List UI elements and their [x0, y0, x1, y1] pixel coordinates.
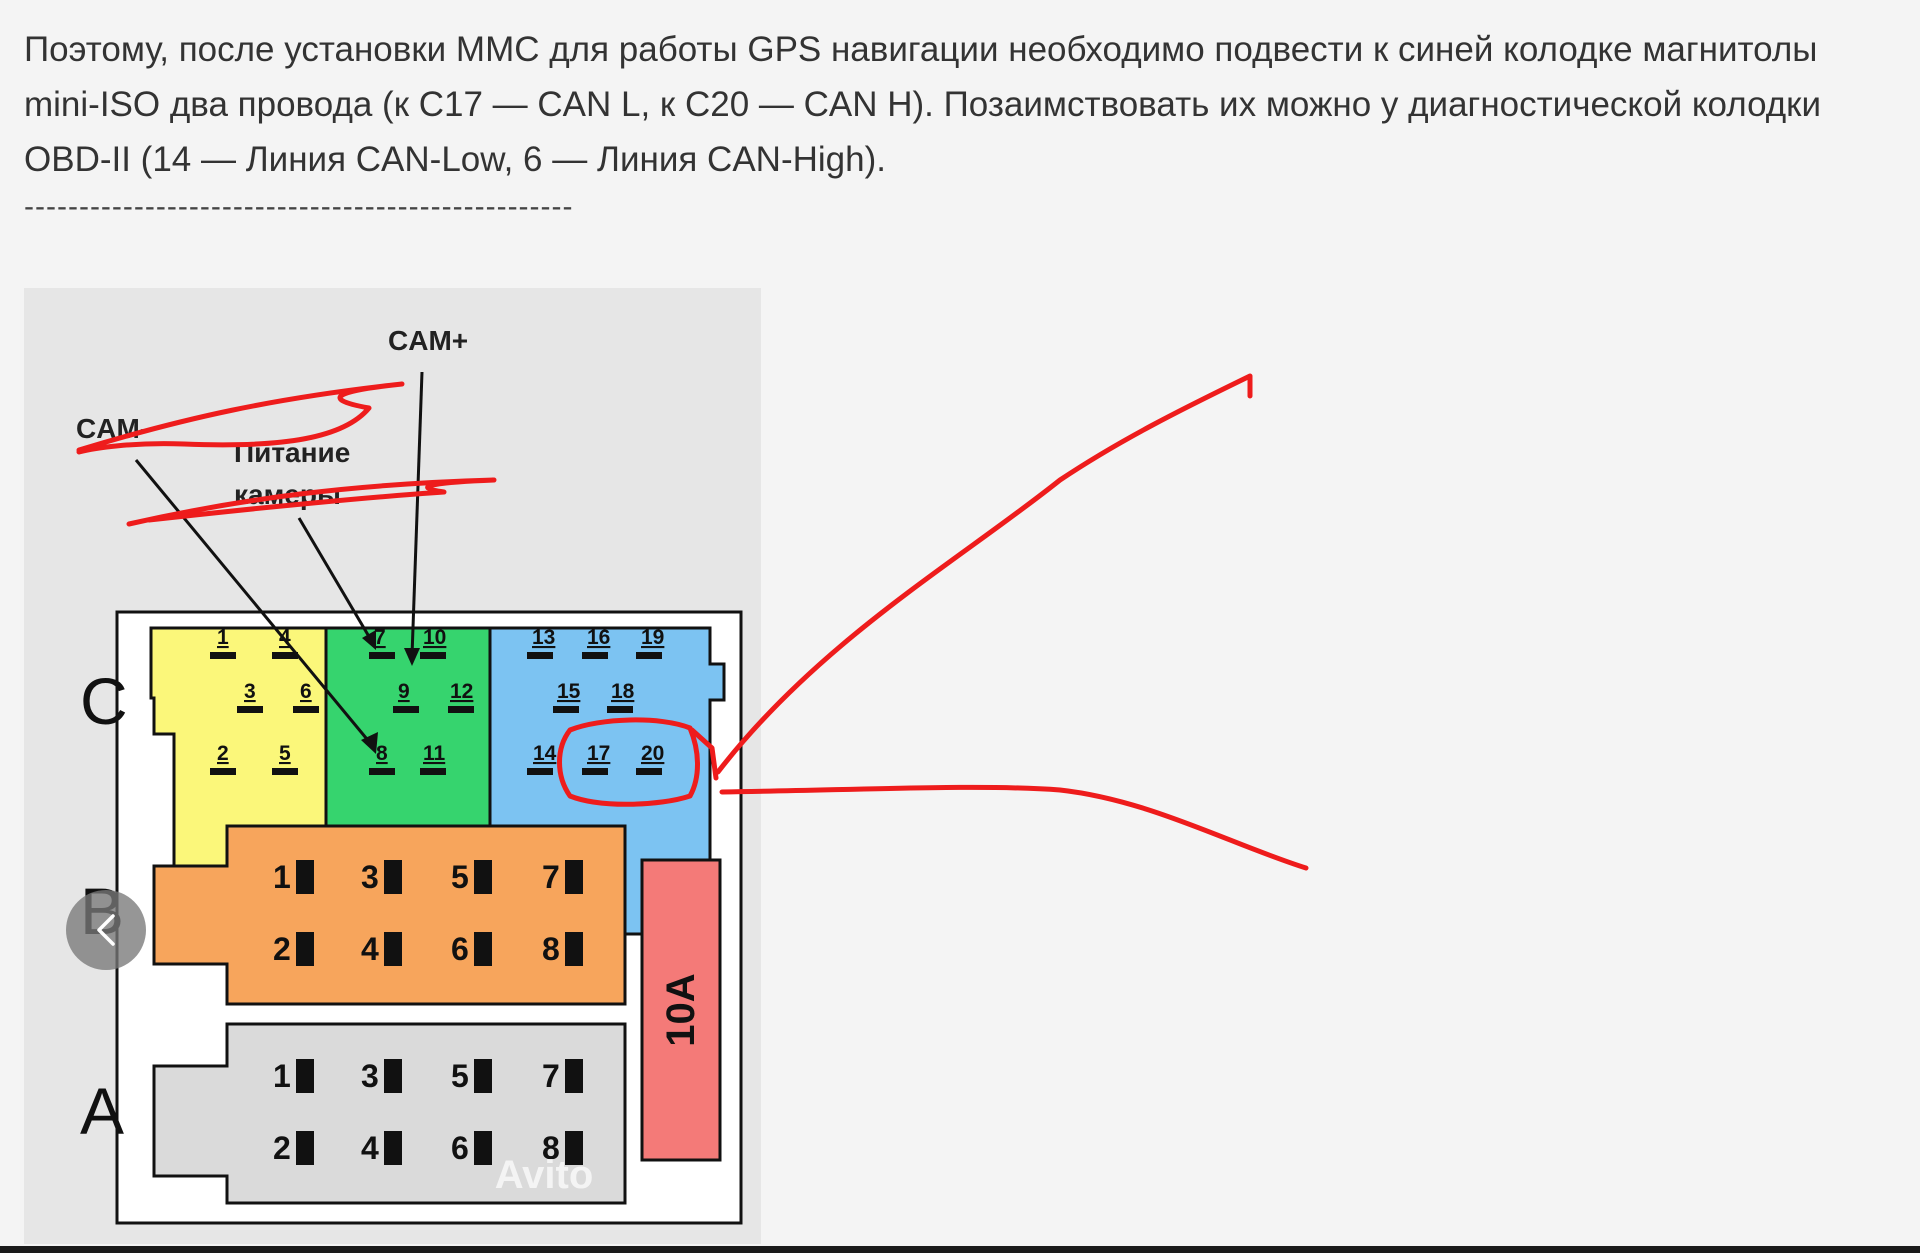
pin-label: 6: [451, 931, 469, 967]
pin-label: 20: [641, 742, 664, 765]
pin-label: 16: [587, 626, 610, 649]
pin-label: 6: [451, 1130, 469, 1166]
pin-label: 5: [451, 859, 469, 895]
pin-label: 14: [533, 742, 557, 765]
connector-b-orange: [152, 824, 627, 1006]
label-cam-plus: CAM+: [388, 325, 468, 356]
bottom-edge: [0, 1246, 1920, 1253]
pin-label: 3: [361, 859, 379, 895]
fuse-label: 10A: [659, 973, 703, 1046]
pin-label: 3: [244, 680, 256, 703]
article-text: Поэтому, после установки ММС для работы …: [24, 22, 1884, 187]
pin-label: 4: [361, 931, 379, 967]
label-camera-power-2: камеры: [234, 479, 341, 510]
previous-image-button[interactable]: [66, 890, 146, 970]
pin-label: 13: [532, 626, 555, 649]
pin-label: 4: [361, 1130, 379, 1166]
pin-label: 2: [217, 742, 229, 765]
pin-label: 19: [641, 626, 664, 649]
pin-label: 1: [273, 1058, 291, 1094]
pin-label: 5: [451, 1058, 469, 1094]
connector-a-gray: [152, 1022, 627, 1205]
row-letter-a: A: [80, 1074, 124, 1148]
pin-label: 7: [374, 626, 386, 649]
pin-label: 10: [423, 626, 446, 649]
pin-label: 1: [217, 626, 229, 649]
pin-label: 3: [361, 1058, 379, 1094]
pin-label: 18: [611, 680, 635, 703]
pin-label: 8: [542, 931, 560, 967]
avito-watermark: Avito: [495, 1153, 594, 1197]
pin-label: 9: [398, 680, 410, 703]
pin-label: 7: [542, 1058, 560, 1094]
chevron-left-icon: [97, 914, 115, 946]
connector-diagram-image[interactable]: C B A 1 4 3 6 2 5 7 10 9 12 8 11 13 16: [24, 288, 761, 1244]
row-letter-c: C: [80, 664, 128, 738]
pin-label: 8: [376, 742, 388, 765]
pin-label: 7: [542, 859, 560, 895]
pin-label: 15: [557, 680, 581, 703]
arrow-camera-power: [297, 517, 373, 641]
label-camera-power-1: Питание: [234, 437, 350, 468]
pin-label: 12: [450, 680, 473, 703]
pin-label: 17: [587, 742, 610, 765]
pin-label: 2: [273, 931, 291, 967]
pin-label: 6: [300, 680, 312, 703]
mini-iso-connector-diagram: C B A 1 4 3 6 2 5 7 10 9 12 8 11 13 16: [76, 325, 743, 1225]
arrow-line-upper: [715, 373, 1253, 775]
pin-label: 11: [423, 742, 446, 765]
article-paragraph: Поэтому, после установки ММС для работы …: [24, 30, 1822, 179]
pin-label: 8: [542, 1130, 560, 1166]
pin-label: 5: [279, 742, 291, 765]
fuse-10a: [640, 858, 722, 1162]
label-cam-minus: CAM-: [76, 413, 149, 444]
pin-label: 2: [273, 1130, 291, 1166]
pin-label: 1: [273, 859, 291, 895]
arrow-line-lower: [719, 784, 1309, 871]
text-divider: ----------------------------------------…: [24, 190, 574, 223]
